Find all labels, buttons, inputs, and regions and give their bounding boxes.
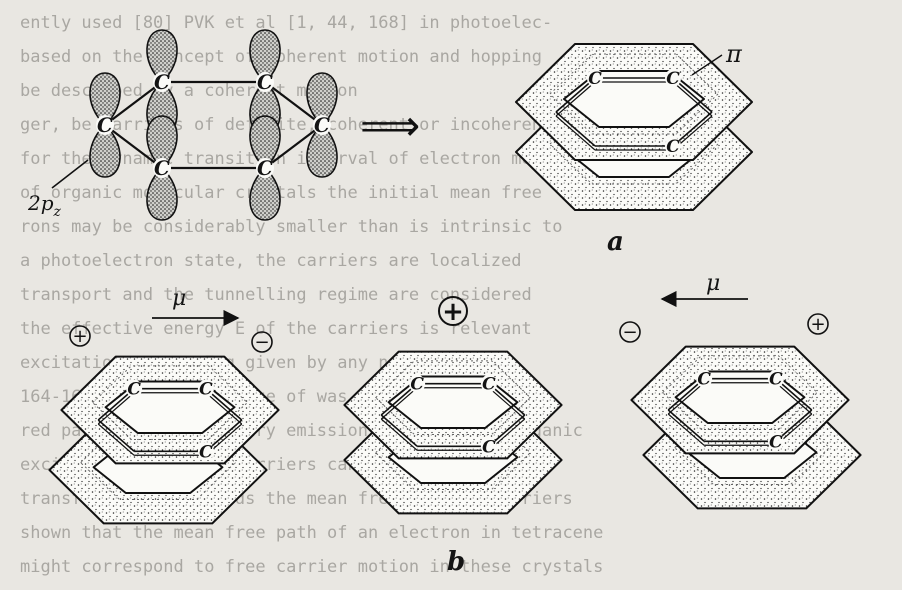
panel-a-label: a: [607, 227, 624, 257]
carbon-atom-label: C: [97, 113, 113, 137]
sigma-bonds: [105, 82, 322, 168]
dimer-center: C C C: [344, 352, 561, 514]
panel-b-label: b: [447, 547, 465, 577]
mu-label-right: μ: [706, 271, 720, 296]
orbital-pointer: [52, 160, 88, 188]
carbon-atom-label: C: [199, 380, 213, 400]
carbon-atom-label: C: [199, 442, 213, 462]
dimer-right: C C C: [631, 347, 860, 509]
orbital-framework: 2pz C C C C C C: [27, 30, 337, 220]
minus-sign-left: −: [254, 332, 269, 353]
dimer-left: C C C: [49, 357, 278, 524]
carbon-atom-label: C: [769, 432, 783, 452]
carbon-atom-label: C: [482, 437, 496, 457]
carbon-atom-label: C: [769, 370, 783, 390]
carbon-atom-label: C: [666, 137, 680, 157]
carbon-atom-label: C: [314, 113, 330, 137]
carbon-atom-label: C: [666, 69, 680, 89]
plus-sign-center: +: [442, 297, 464, 327]
orbital-label: 2pz: [27, 191, 62, 220]
mu-label-left: μ: [172, 286, 186, 311]
pi-electron-cloud: C C C: [516, 44, 752, 210]
framework-carbon-labels: C C C C C C: [96, 70, 331, 180]
displaced-dimers: C C C C C C C C C: [49, 347, 860, 524]
plus-sign-left: +: [72, 326, 87, 347]
carbon-atom-label: C: [697, 370, 711, 390]
carbon-atom-label: C: [127, 380, 141, 400]
pi-label: π: [725, 40, 743, 68]
p-orbital-lobes: [90, 30, 337, 220]
carbon-atom-label: C: [588, 69, 602, 89]
carbon-atom-label: C: [410, 375, 424, 395]
carbon-atom-label: C: [257, 70, 273, 94]
carbon-atom-label: C: [154, 70, 170, 94]
minus-sign-right: −: [622, 322, 637, 343]
carbon-atom-label: C: [154, 156, 170, 180]
carbon-atom-label: C: [257, 156, 273, 180]
carbon-atom-label: C: [482, 375, 496, 395]
implies-arrow: ⟹: [360, 101, 420, 150]
plus-sign-right: +: [810, 314, 825, 335]
